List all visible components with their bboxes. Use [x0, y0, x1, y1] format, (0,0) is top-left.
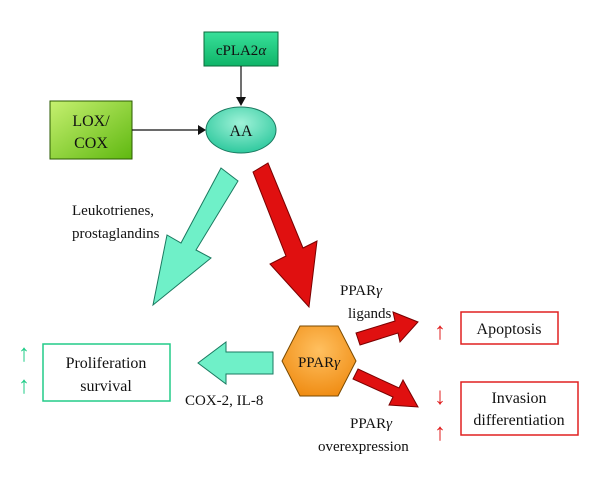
invasion-down-indicator: ↓: [434, 384, 446, 410]
ppar-to-apoptosis-arrow: [355, 311, 419, 346]
svg-text:PPARγ: PPARγ: [298, 355, 341, 371]
proliferation-line1: Proliferation: [66, 355, 147, 372]
prostaglandins-label: prostaglandins: [72, 226, 160, 242]
proliferation-up-indicator-1: ↑: [18, 341, 30, 367]
differentiation-up-indicator: ↑: [434, 420, 446, 446]
cpla2-greek: α: [258, 43, 267, 59]
cox2-label: COX-2, IL-8: [185, 393, 263, 409]
proliferation-line2: survival: [80, 378, 132, 395]
aa-to-ppar-arrow: [252, 162, 318, 309]
pparg-node: PPARγ: [281, 325, 357, 397]
proliferation-node: Proliferation survival: [42, 343, 171, 402]
cpla2-to-aa-arrow: [236, 66, 246, 106]
ppar-to-proliferation-arrow: [197, 341, 274, 385]
invasion-line2: differentiation: [473, 412, 564, 429]
proliferation-up-indicator-2: ↑: [18, 373, 30, 399]
aa-label: AA: [229, 123, 253, 140]
overexpression-label-line1: PPARγ: [350, 416, 393, 432]
overexpression-label-line2: overexpression: [318, 439, 409, 455]
loxcox-node: LOX/ COX: [49, 100, 133, 160]
leukotriene-arrow: [152, 167, 239, 307]
svg-text:cPLA2α: cPLA2α: [216, 43, 268, 59]
leukotrienes-label: Leukotrienes,: [72, 203, 154, 219]
pparg-label: PPAR: [298, 355, 334, 371]
apoptosis-node: Apoptosis: [460, 311, 559, 345]
ppar-to-invasion-arrow: [352, 368, 419, 408]
loxcox-line1: LOX/: [72, 113, 110, 130]
cpla2-node: cPLA2α: [203, 31, 279, 67]
ligands-label-line1: PPARγ: [340, 283, 383, 299]
loxcox-line2: COX: [74, 135, 108, 152]
loxcox-to-aa-arrow: [132, 125, 206, 135]
pparg-greek: γ: [334, 355, 341, 371]
apoptosis-label: Apoptosis: [477, 321, 542, 338]
invasion-line1: Invasion: [491, 390, 546, 407]
cpla2-label: cPLA2: [216, 43, 259, 59]
invasion-node: Invasion differentiation: [460, 381, 579, 436]
apoptosis-up-indicator: ↑: [434, 319, 446, 345]
aa-node: AA: [205, 106, 277, 154]
ligands-label-line2: ligands: [348, 306, 391, 322]
